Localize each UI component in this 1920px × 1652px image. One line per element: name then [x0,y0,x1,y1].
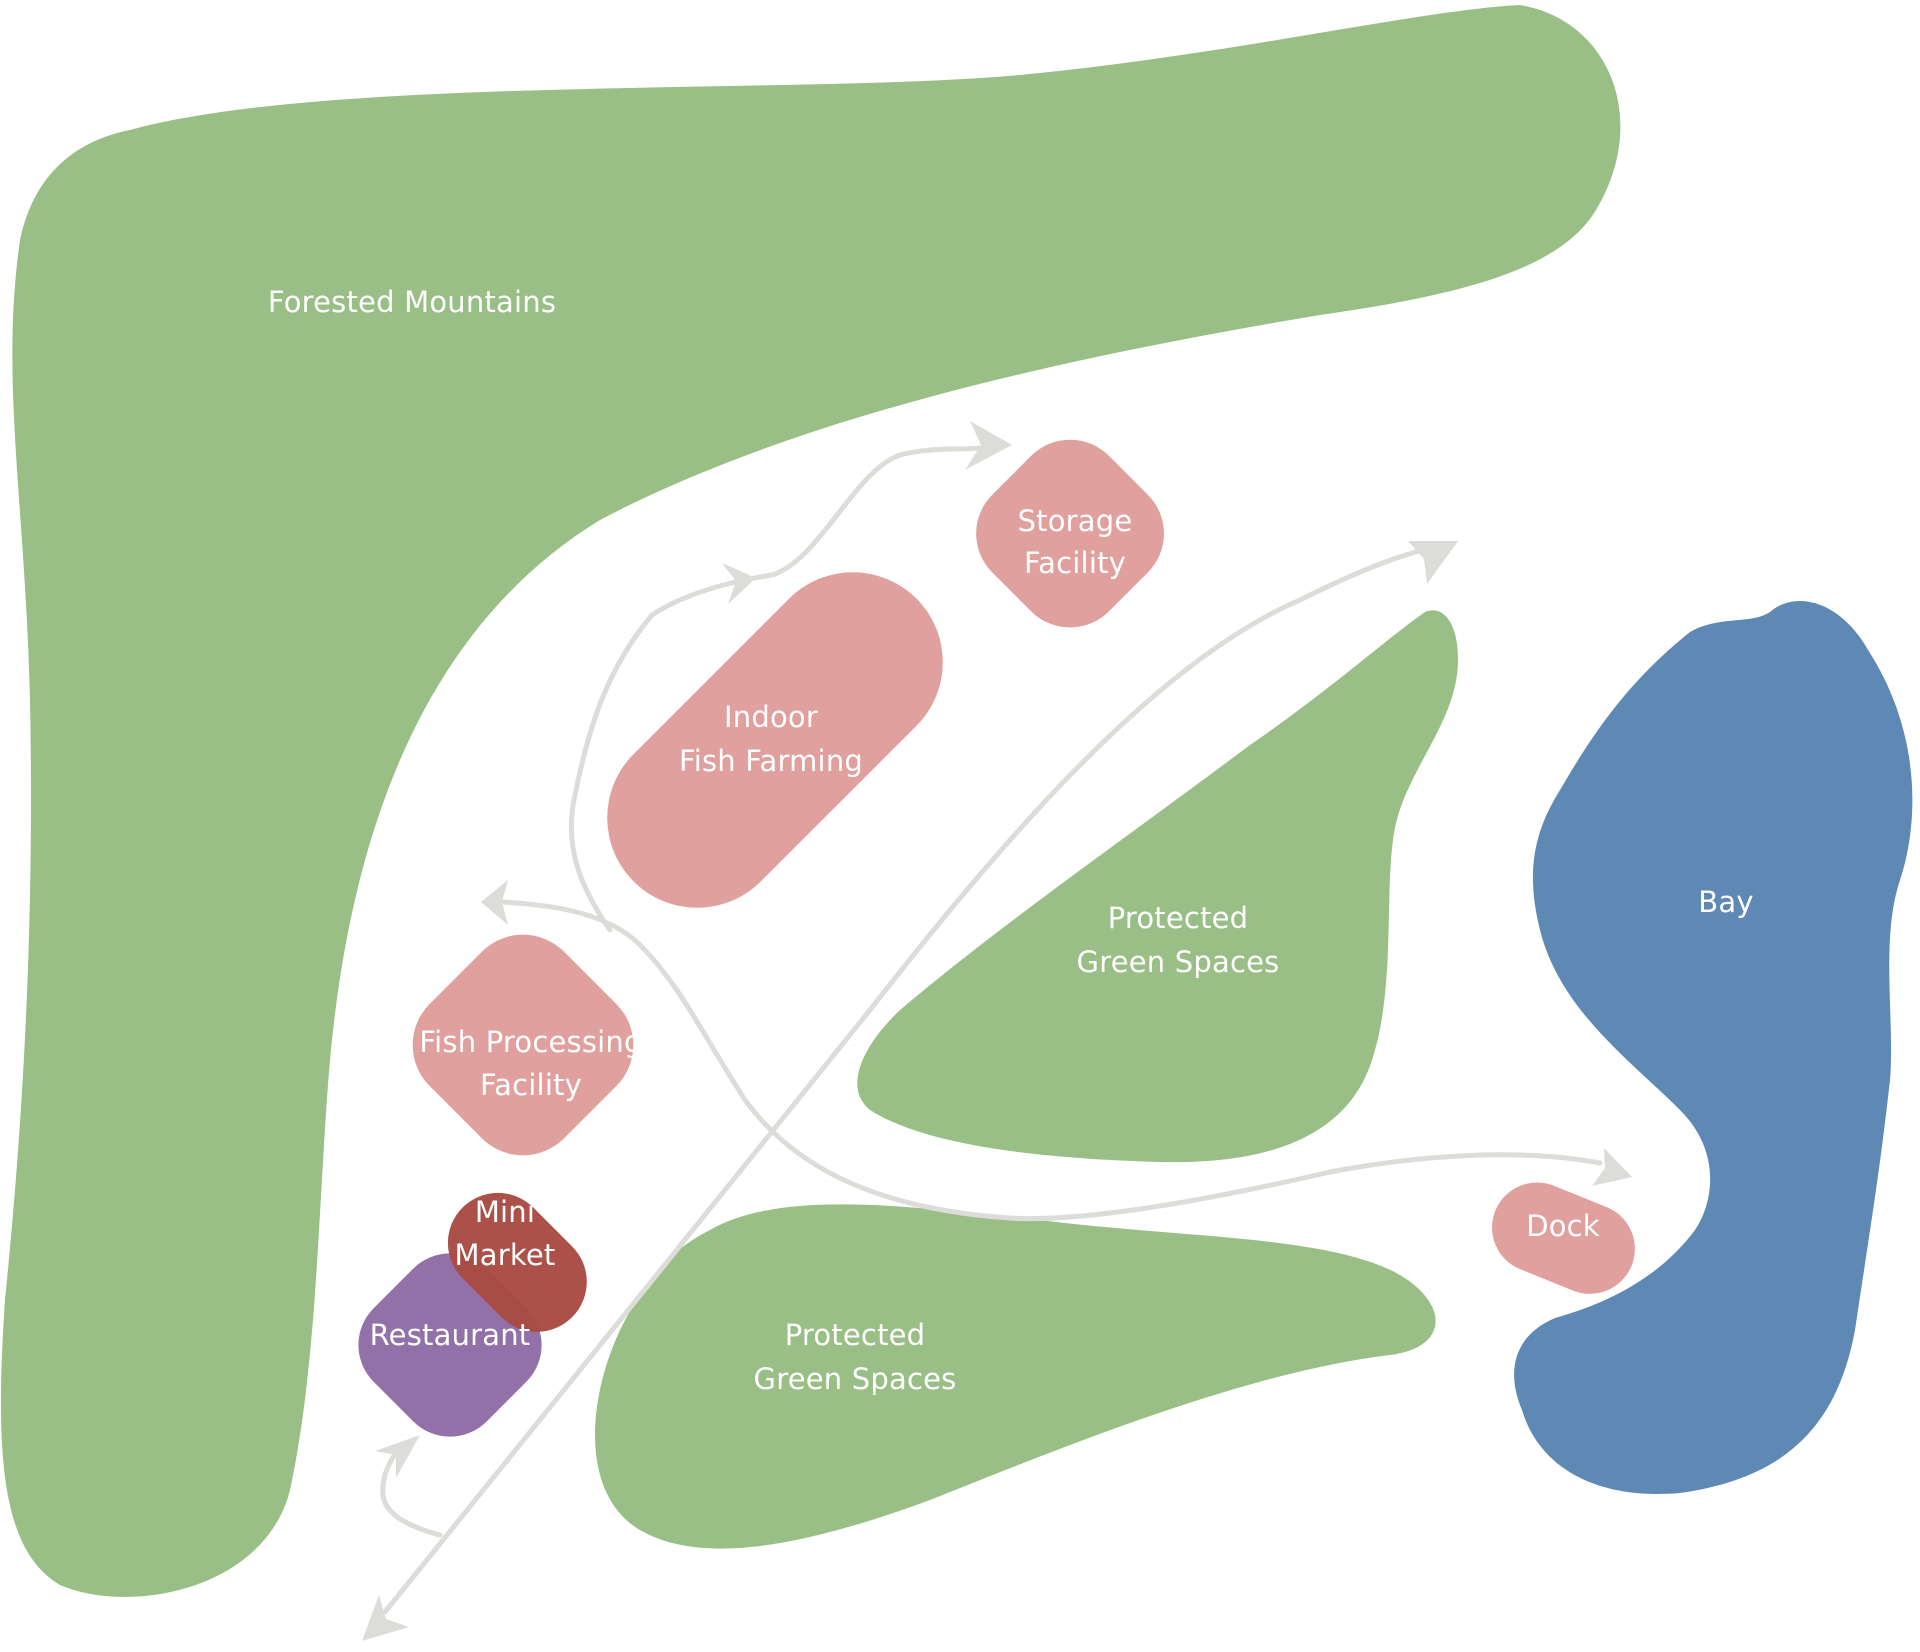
diagonal-flow-arrow [382,544,1438,1615]
processing-return-flow-arrow [499,899,643,948]
diagonal-flow-arrowhead-southwest [362,1595,409,1641]
processing-return-arrowhead [481,880,508,925]
fish-farming-label-line1: Indoor [724,700,818,734]
fish-processing-facility-shape[interactable] [389,911,658,1180]
storage-facility-shape[interactable] [953,417,1186,650]
mini-market-label-line1: Mini [475,1195,535,1229]
flow-arrows [362,421,1632,1641]
green-space-upper-label-line2: Green Spaces [1077,945,1280,979]
mini-market-label-line2: Market [455,1238,556,1272]
green-space-upper-label-line1: Protected [1108,901,1249,935]
farming-flow-arrowhead [722,563,756,604]
storage-flow-arrowhead [965,421,1012,470]
green-space-lower-label-line2: Green Spaces [754,1362,957,1396]
mini-market-shape[interactable] [427,1172,607,1352]
fish-farming-label-line2: Fish Farming [679,744,863,778]
processing-to-dock-flow-arrow [637,942,1603,1222]
bay-zone [1514,600,1913,1494]
restaurant-flow-arrow [380,1445,443,1538]
diagonal-flow-arrowhead-northeast [1408,541,1458,584]
storage-facility-label-line1: Storage [1018,504,1133,538]
protected-green-space-upper-zone [857,610,1458,1163]
dock-shape[interactable] [1478,1169,1648,1308]
forested-mountains-zone [0,5,1621,1597]
indoor-fish-farming-shape[interactable] [570,535,980,945]
protected-green-space-lower-zone [595,1204,1436,1549]
dock-label: Dock [1526,1209,1600,1243]
green-space-lower-label-line1: Protected [785,1318,926,1352]
restaurant-flow-arrowhead [375,1435,420,1478]
processing-to-storage-flow-arrow [568,445,985,933]
fish-processing-label-line1: Fish Processing [419,1025,642,1059]
fish-processing-label-line2: Facility [480,1068,582,1102]
restaurant-label: Restaurant [370,1318,531,1352]
bay-label: Bay [1698,885,1753,919]
dock-flow-arrowhead [1592,1148,1632,1186]
forested-mountains-label: Forested Mountains [268,285,556,319]
storage-facility-label-line2: Facility [1024,546,1126,580]
